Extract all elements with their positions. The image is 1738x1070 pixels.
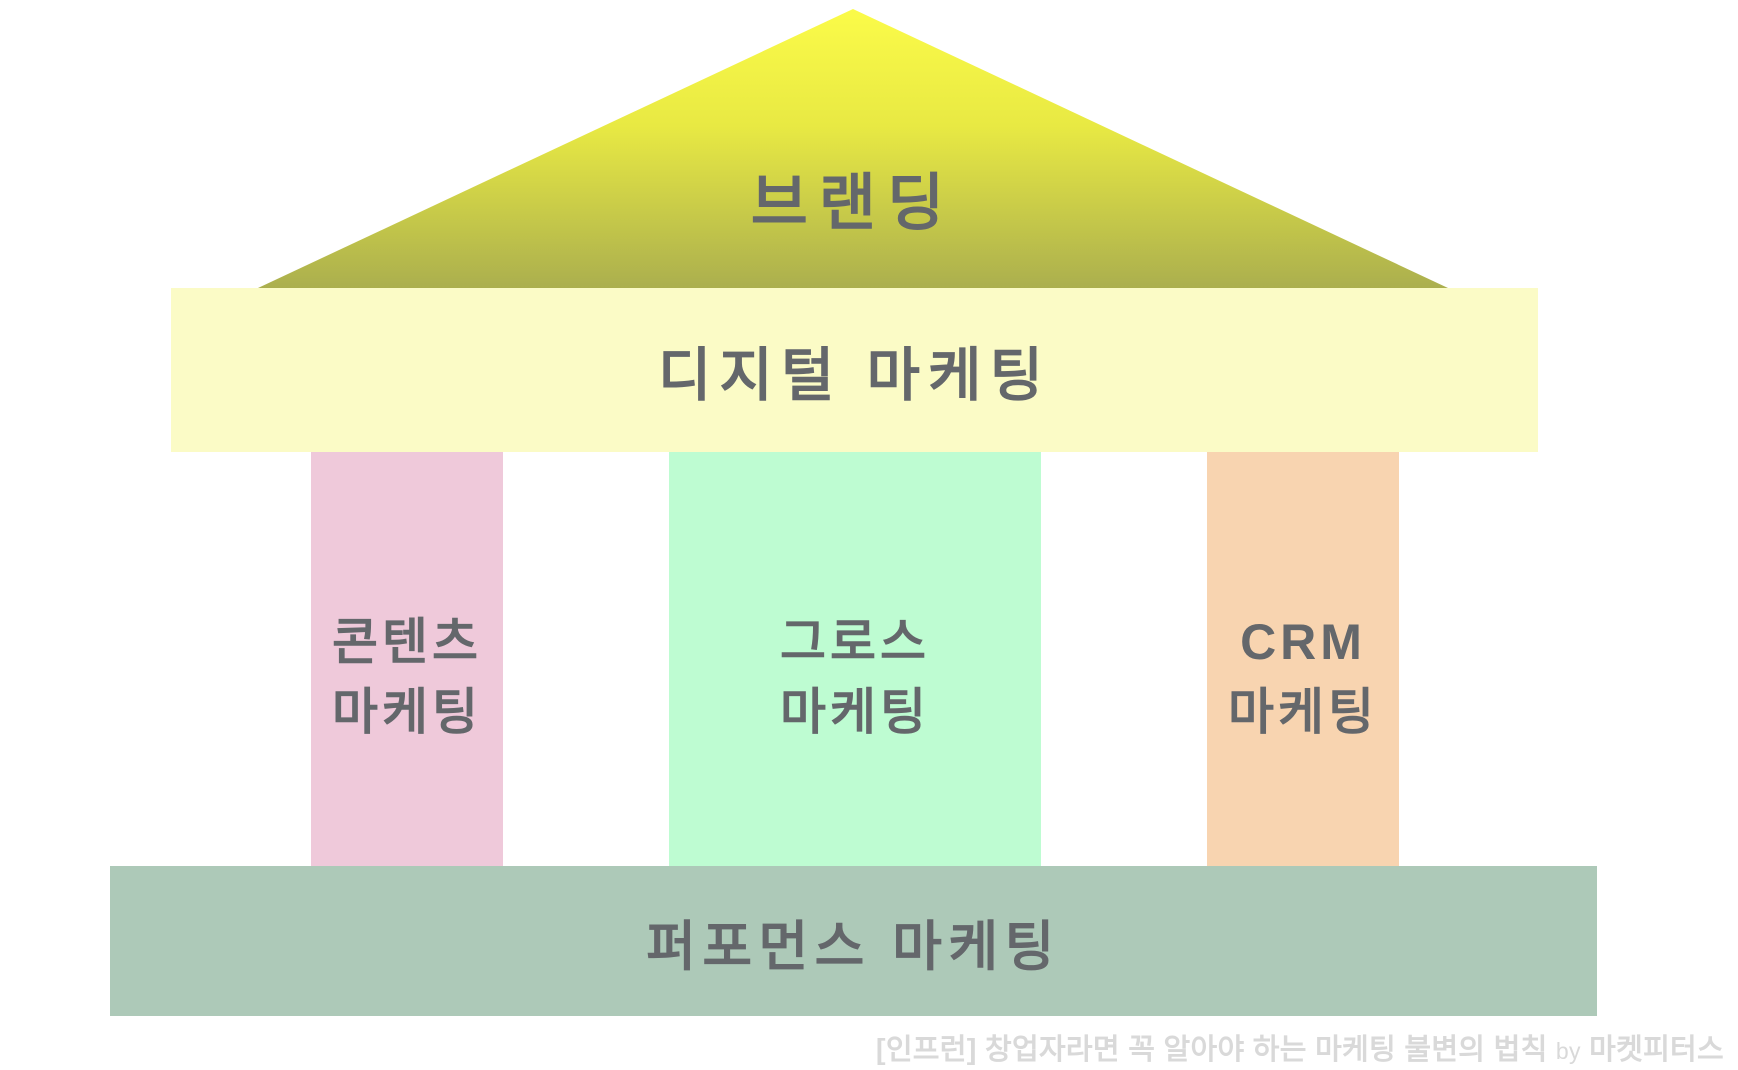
caption-main-text: [인프런] 창업자라면 꼭 알아야 하는 마케팅 불변의 법칙 bbox=[875, 1034, 1548, 1066]
pillar-content-marketing: 콘텐츠 마케팅 bbox=[311, 452, 503, 866]
pillar-growth-marketing: 그로스 마케팅 bbox=[669, 452, 1041, 866]
credit-caption: [인프런] 창업자라면 꼭 알아야 하는 마케팅 불변의 법칙 by 마켓피터스 bbox=[876, 1026, 1724, 1068]
pillar-content-label-line2: 마케팅 bbox=[332, 684, 482, 740]
pillar-crm-marketing: CRM 마케팅 bbox=[1207, 452, 1399, 866]
beam-label: 디지털 마케팅 bbox=[657, 343, 1052, 408]
caption-by-text: by bbox=[1555, 1038, 1581, 1064]
roof-label: 브랜딩 bbox=[750, 168, 956, 238]
pillar-crm-label-line1: CRM bbox=[1240, 614, 1366, 670]
caption-author-text: 마켓피터스 bbox=[1589, 1034, 1724, 1066]
beam-digital-marketing: 디지털 마케팅 bbox=[171, 288, 1538, 452]
pillar-crm-label-line2: 마케팅 bbox=[1228, 684, 1378, 740]
base-label: 퍼포먼스 마케팅 bbox=[646, 916, 1061, 977]
roof-triangle-branding: 브랜딩 bbox=[258, 9, 1448, 288]
pillar-growth-label-line2: 마케팅 bbox=[780, 684, 930, 740]
pillar-content-label-line1: 콘텐츠 bbox=[332, 614, 482, 670]
base-performance-marketing: 퍼포먼스 마케팅 bbox=[110, 866, 1597, 1016]
pillar-growth-label-line1: 그로스 bbox=[780, 614, 930, 670]
